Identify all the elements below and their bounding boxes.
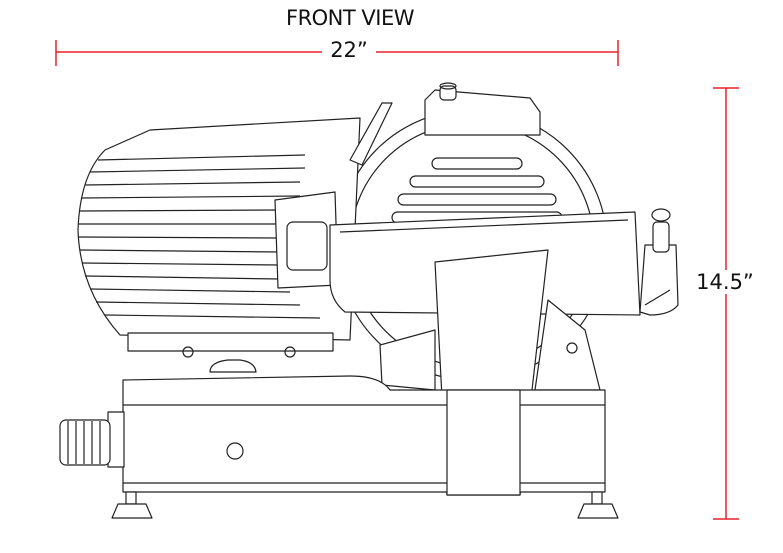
sharpener-window [286, 221, 328, 271]
height-dimension-line [713, 87, 739, 520]
thickness-adjust-knob[interactable] [59, 411, 125, 468]
width-dimension-label: 22” [322, 38, 376, 62]
feet [111, 491, 619, 519]
view-title: FRONT VIEW [285, 6, 415, 30]
base [122, 299, 606, 496]
height-dimension-label: 14.5” [694, 270, 756, 294]
base-screw [226, 442, 244, 460]
blade-vents [391, 157, 563, 224]
blade-guard [349, 82, 541, 166]
carriage-handle[interactable] [639, 208, 679, 316]
